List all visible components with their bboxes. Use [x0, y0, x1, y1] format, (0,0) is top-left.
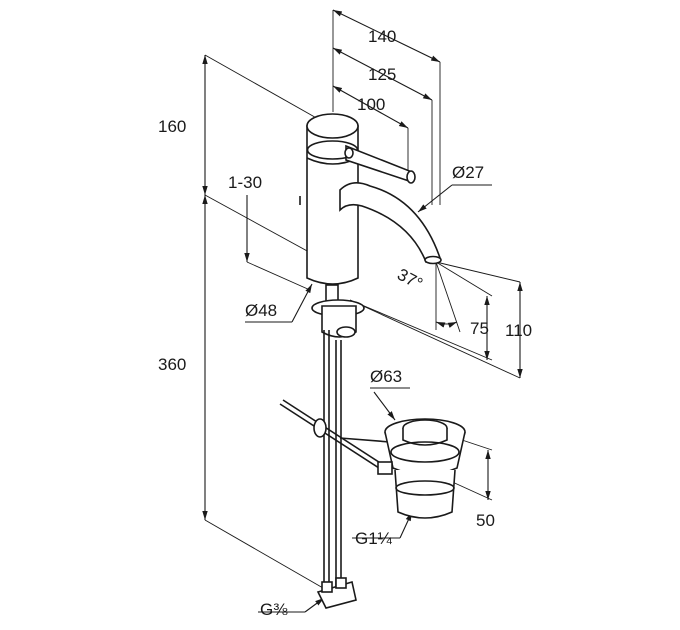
dimension-lines	[202, 9, 523, 613]
dim-angle-37: 37°	[394, 265, 426, 294]
dim-100: 100	[357, 95, 385, 114]
dim-125: 125	[368, 65, 396, 84]
dim-140: 140	[368, 27, 396, 46]
pop-up-waste	[377, 418, 466, 519]
dim-160: 160	[158, 117, 186, 136]
dim-d27: Ø27	[452, 163, 484, 182]
dim-g1-1-4: G1¼	[355, 529, 393, 548]
faucet-body	[279, 113, 442, 609]
dim-d63: Ø63	[370, 367, 402, 386]
dim-d48: Ø48	[245, 301, 277, 320]
dimension-labels: 140 125 100 160 1-30 Ø27 37° Ø48 360 Ø63…	[158, 27, 532, 619]
dim-g3-8: G⅜	[260, 600, 288, 619]
dim-360: 360	[158, 355, 186, 374]
dim-75: 75	[470, 319, 489, 338]
dim-50: 50	[476, 511, 495, 530]
dim-110: 110	[505, 321, 532, 340]
dim-1-30: 1-30	[228, 173, 262, 192]
